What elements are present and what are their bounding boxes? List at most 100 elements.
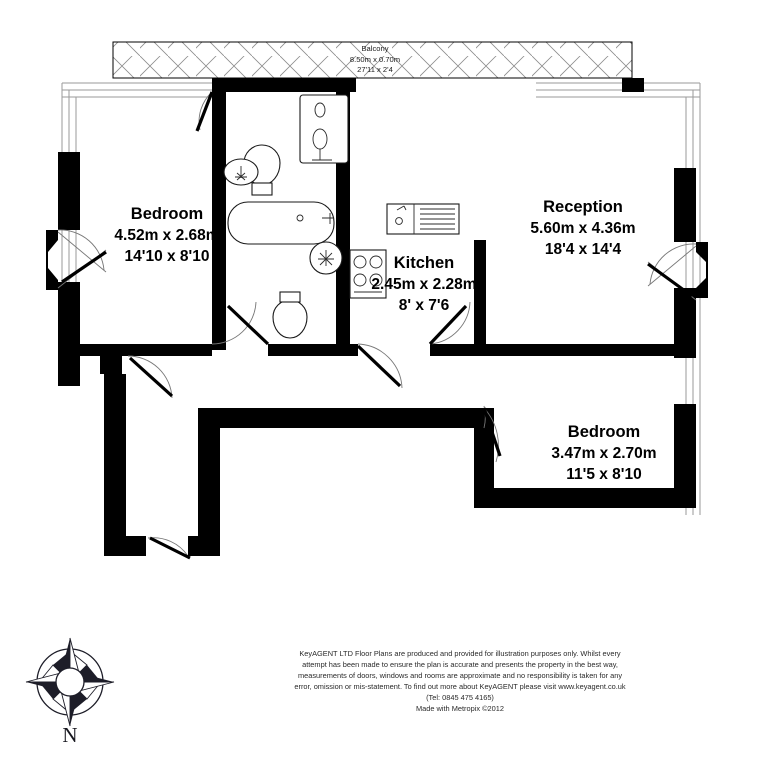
window-top-right: [536, 82, 700, 98]
bedroom-right-name: Bedroom: [568, 423, 640, 441]
wall-bedroom-bottom-bottom: [474, 488, 696, 508]
wall-left-stub: [58, 352, 80, 386]
disclaimer-line-5: (Tel: 0845 475 4165): [426, 693, 494, 702]
kitchen-dim-metric: 2.45m x 2.28m: [371, 276, 476, 293]
door-swing-kitchen: [429, 301, 471, 345]
reception-dim-metric: 5.60m x 4.36m: [530, 220, 635, 237]
disclaimer-line-2: attempt has been made to ensure the plan…: [302, 660, 618, 669]
wall-left-lower: [58, 282, 80, 352]
hob-burner-4: [369, 273, 383, 287]
wall-bath-left-mid: [212, 164, 226, 204]
wall-top-mid-seg: [342, 78, 356, 92]
bedroom-left-dim-metric: 4.52m x 2.68m: [114, 227, 219, 244]
door-swing-bay-left: [57, 229, 105, 271]
wall-kitchen-right: [474, 240, 486, 350]
reception-dim-imperial: 18'4 x 14'4: [545, 241, 622, 258]
door-leaf-entrance: [149, 536, 191, 560]
room-label-kitchen: Kitchen 2.45m x 2.28m 8' x 7'6: [371, 254, 476, 314]
door-leaf-bed-left: [128, 356, 174, 398]
second-wc-toilet-icon: [272, 299, 308, 339]
hob-burner-1: [353, 255, 367, 269]
room-label-reception: Reception 5.60m x 4.36m 18'4 x 14'4: [530, 198, 635, 258]
reception-name: Reception: [543, 198, 623, 216]
wall-right-bedroom: [674, 404, 696, 488]
hob-burner-2: [369, 255, 383, 269]
door-leaf-hall-b: [356, 344, 402, 388]
wall-left-upper: [58, 152, 80, 230]
door-line-bay-right-a: [647, 245, 697, 287]
door-leaf-bed-right: [482, 407, 502, 457]
door-swing-bay-right: [649, 243, 697, 285]
door-leaf-bay-right: [647, 262, 693, 298]
balcony-name: Balcony: [361, 44, 388, 53]
wall-corridor-left: [130, 344, 212, 356]
wall-hall-bottom-left: [104, 536, 146, 556]
wall-top-left-seg: [212, 78, 342, 92]
kitchen-fixtures: [349, 203, 460, 299]
disclaimer-block: KeyAGENT LTD Floor Plans are produced an…: [294, 649, 626, 713]
door-swing-bed-right: [483, 407, 499, 463]
wall-bedroom-bottom-top: [198, 408, 494, 428]
disclaimer-line-4: error, omission or mis-statement. To fin…: [294, 682, 626, 691]
door-swing-hall-a: [211, 301, 257, 345]
second-basin-tap-icon: [318, 250, 334, 266]
room-label-bedroom-right: Bedroom 3.47m x 2.70m 11'5 x 8'10: [551, 423, 656, 483]
sink-drainer-grooves: [420, 208, 455, 230]
kitchen-name: Kitchen: [394, 254, 455, 272]
door-leaf-bay-left: [61, 250, 107, 284]
kitchen-dim-imperial: 8' x 7'6: [399, 297, 450, 314]
wall-corridor-leftstub: [80, 344, 142, 356]
compass-hub: [55, 667, 85, 697]
room-balcony: Balcony 8.50m x 0.70m 27'11 x 2'4: [112, 41, 633, 79]
door-swing-hall-b: [357, 343, 403, 389]
hob-burner-3: [353, 273, 367, 287]
doors: [57, 91, 697, 560]
bedroom-left-dim-imperial: 14'10 x 8'10: [125, 248, 210, 265]
door-leaf-kitchen: [428, 304, 468, 346]
bay-window-right-frame: [696, 242, 708, 298]
shower-head-icon: [312, 149, 332, 161]
wall-top-right-seg: [622, 78, 644, 92]
wall-right-upper: [674, 168, 696, 242]
wall-hall-stub: [100, 352, 122, 374]
wall-bath-left-lower: [212, 200, 226, 350]
wc-cistern-icon: [251, 182, 273, 196]
wall-bedroom-bottom-right: [474, 408, 494, 508]
door-swing-bed-left: [127, 355, 173, 399]
basin-tap-icon: [235, 166, 247, 181]
bedroom-left-name: Bedroom: [131, 205, 203, 223]
bath-tap-icon: [322, 213, 334, 224]
balcony-dim-metric: 8.50m x 0.70m: [350, 55, 400, 64]
balcony-dim-imperial: 27'11 x 2'4: [357, 65, 393, 74]
compass-rose-icon: N: [25, 637, 115, 747]
sink-drain-icon: [395, 217, 403, 225]
door-leaf-hall-a: [226, 304, 270, 346]
bay-window-left-frame: [46, 230, 58, 290]
second-wc-cistern-icon: [279, 291, 301, 303]
disclaimer-line-3: measurements of doors, windows and rooms…: [298, 671, 622, 680]
bedroom-right-dim-metric: 3.47m x 2.70m: [551, 445, 656, 462]
bedroom-right-dim-imperial: 11'5 x 8'10: [566, 466, 641, 483]
wall-right-lower: [674, 288, 696, 358]
disclaimer-line-6: Made with Metropix ©2012: [416, 704, 504, 713]
shower-drain-icon: [314, 102, 326, 118]
shower-enclosure-icon: [299, 94, 349, 164]
wall-corridor-mid: [268, 344, 358, 356]
bathroom-fixtures: [223, 94, 349, 339]
bath-plug-icon: [296, 214, 304, 222]
window-top-left: [62, 82, 215, 98]
wall-bath-right-mid: [336, 170, 350, 240]
disclaimer-line-1: KeyAGENT LTD Floor Plans are produced an…: [299, 649, 621, 658]
wall-hall-left: [104, 374, 126, 554]
balcony-hatch-fill: [113, 42, 632, 78]
door-line-bay-left-a: [57, 231, 107, 273]
wall-corridor-right: [430, 344, 696, 356]
balcony-outline: [112, 41, 633, 79]
wall-structure: [46, 78, 708, 556]
bath-tub-icon: [227, 201, 335, 245]
compass-north-label: N: [62, 723, 77, 747]
door-leaf-bed-left-top: [195, 91, 214, 132]
